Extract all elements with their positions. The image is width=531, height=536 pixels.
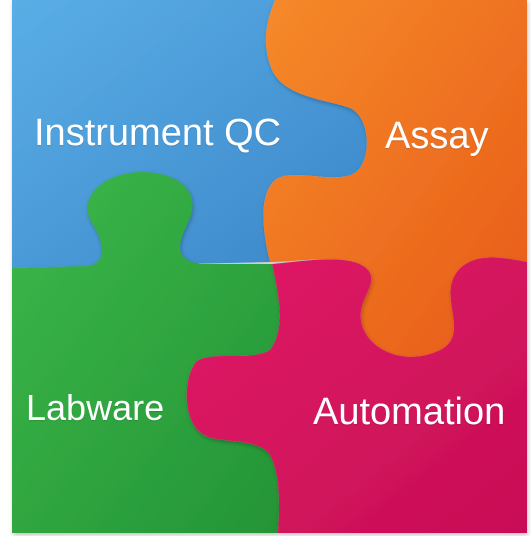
label-automation: Automation [313,391,506,433]
label-instrument-qc: Instrument QC [34,112,282,154]
piece-assay [263,0,527,357]
label-labware: Labware [26,387,165,428]
label-assay: Assay [385,115,489,157]
piece-labware [12,172,280,533]
piece-automation [186,257,527,533]
